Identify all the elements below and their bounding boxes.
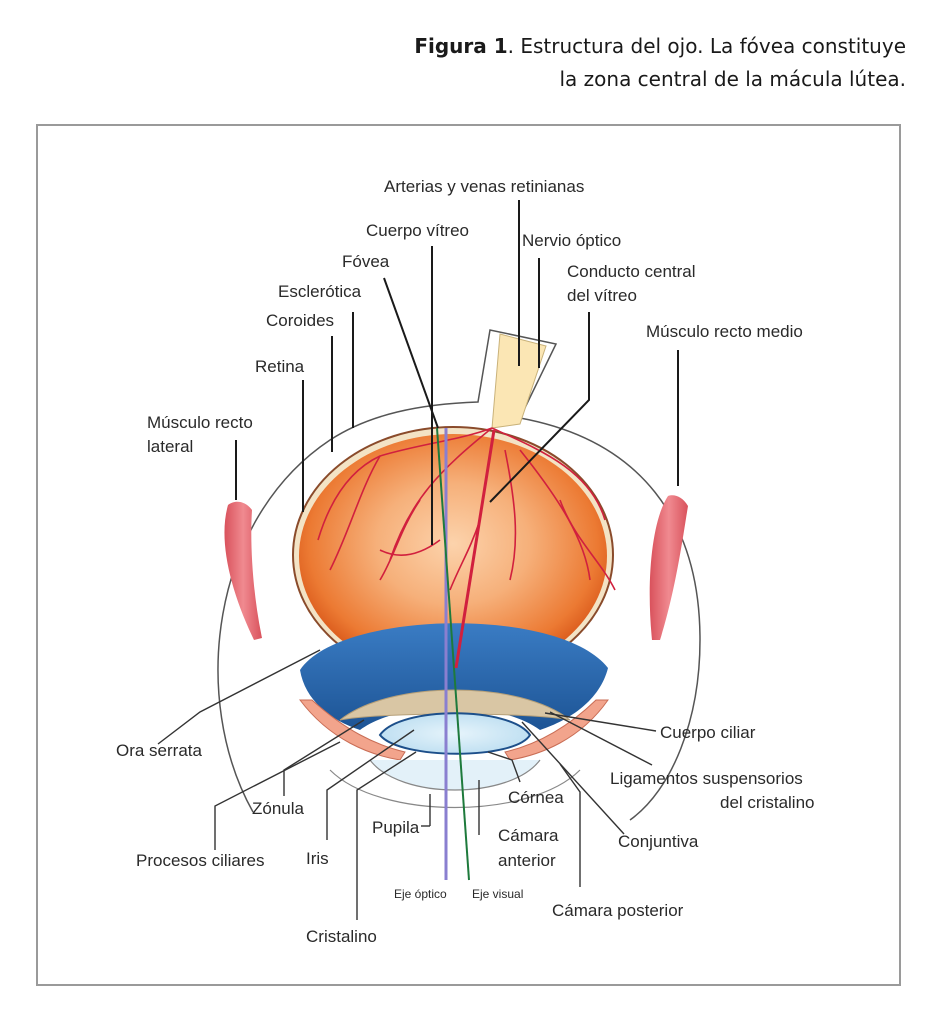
label-musculo-recto-lateral-2: lateral bbox=[147, 437, 193, 456]
figure-label: Figura 1 bbox=[414, 34, 508, 58]
caption-line-2: la zona central de la mácula lútea. bbox=[559, 67, 906, 91]
label-coroides: Coroides bbox=[266, 311, 334, 330]
label-ora-serrata: Ora serrata bbox=[116, 741, 203, 760]
label-conducto-central-1: Conducto central bbox=[567, 262, 696, 281]
label-camara-anterior-1: Cámara bbox=[498, 826, 559, 845]
label-cornea: Córnea bbox=[508, 788, 564, 807]
label-eje-visual: Eje visual bbox=[472, 887, 523, 901]
central-vessel-line bbox=[454, 429, 496, 669]
label-musculo-recto-medio: Músculo recto medio bbox=[646, 322, 803, 341]
label-cuerpo-ciliar: Cuerpo ciliar bbox=[660, 723, 756, 742]
musculo-recto-medio bbox=[649, 495, 688, 640]
label-musculo-recto-lateral-1: Músculo recto bbox=[147, 413, 253, 432]
label-iris: Iris bbox=[306, 849, 329, 868]
label-ligamentos-1: Ligamentos suspensorios bbox=[610, 769, 803, 788]
label-camara-posterior: Cámara posterior bbox=[552, 901, 684, 920]
label-eje-optico: Eje óptico bbox=[394, 887, 447, 901]
label-camara-anterior-2: anterior bbox=[498, 851, 556, 870]
label-ligamentos-2: del cristalino bbox=[720, 793, 815, 812]
label-arterias-venas: Arterias y venas retinianas bbox=[384, 177, 584, 196]
label-nervio-optico: Nervio óptico bbox=[522, 231, 621, 250]
caption-text-1: . Estructura del ojo. La fóvea constituy… bbox=[507, 34, 906, 58]
iris bbox=[298, 699, 609, 761]
label-cuerpo-vitreo: Cuerpo vítreo bbox=[366, 221, 469, 240]
figure-frame bbox=[36, 124, 901, 986]
eye-globe bbox=[299, 434, 607, 678]
leader-lines bbox=[157, 200, 679, 920]
optic-nerve bbox=[491, 333, 547, 429]
label-retina: Retina bbox=[255, 357, 305, 376]
figure-caption: Figura 1. Estructura del ojo. La fóvea c… bbox=[414, 30, 906, 96]
label-esclerotica: Esclerótica bbox=[278, 282, 362, 301]
eje-visual-line bbox=[436, 427, 470, 881]
musculo-recto-lateral bbox=[224, 501, 262, 640]
label-procesos-ciliares: Procesos ciliares bbox=[136, 851, 265, 870]
label-pupila: Pupila bbox=[372, 818, 420, 837]
label-conjuntiva: Conjuntiva bbox=[618, 832, 699, 851]
label-fovea: Fóvea bbox=[342, 252, 390, 271]
label-cristalino: Cristalino bbox=[306, 927, 377, 946]
cristalino-lens bbox=[378, 712, 532, 755]
label-conducto-central-2: del vítreo bbox=[567, 286, 637, 305]
ciliary-processes bbox=[339, 689, 571, 721]
label-zonula: Zónula bbox=[252, 799, 305, 818]
caption-line-1: Figura 1. Estructura del ojo. La fóvea c… bbox=[414, 30, 906, 63]
cornea-outer bbox=[329, 769, 581, 809]
